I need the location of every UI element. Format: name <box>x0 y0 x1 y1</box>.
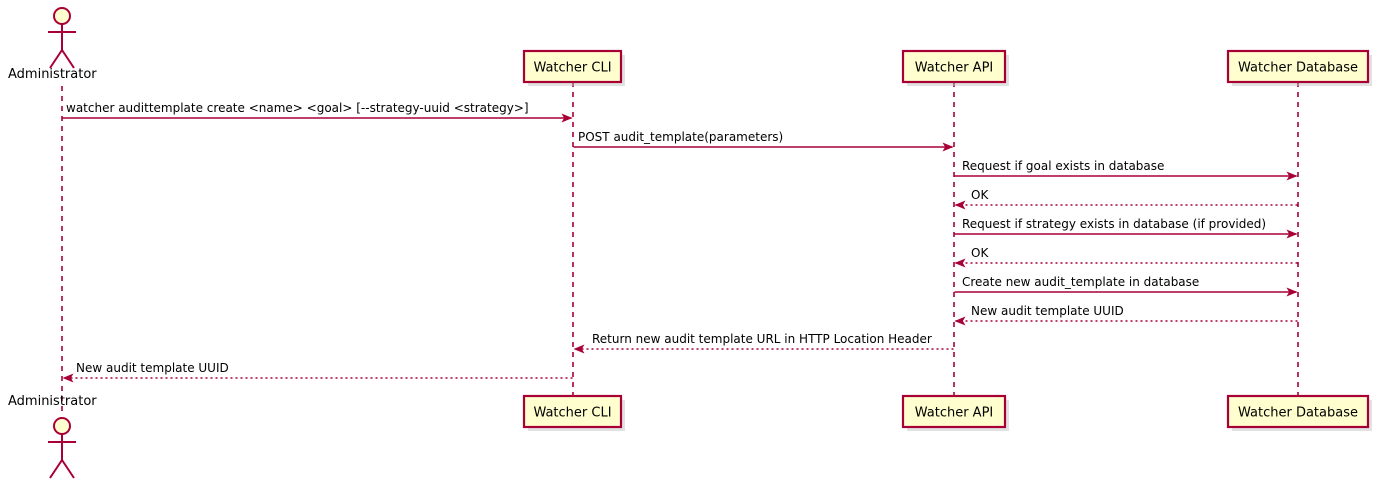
message-3-watcher-database-to-watcher-api[interactable]: OK <box>954 188 1298 210</box>
box-body <box>901 394 1007 429</box>
actor-figure-administrator-bottom[interactable] <box>48 417 76 479</box>
actor-leg-left <box>49 49 63 69</box>
box-body <box>1226 394 1370 429</box>
participant-label-watcher-database: Watcher Database <box>1238 61 1358 76</box>
message-label: OK <box>971 188 989 202</box>
actor-label-administrator-top: Administrator <box>8 67 97 82</box>
participant-box-watcher-database-bottom[interactable]: Watcher Database <box>1226 394 1372 431</box>
message-2-watcher-api-to-watcher-database[interactable]: Request if goal exists in database <box>954 159 1298 181</box>
message-label: Request if goal exists in database <box>962 159 1164 173</box>
message-label: New audit template UUID <box>971 304 1124 318</box>
message-label: New audit template UUID <box>76 361 229 375</box>
message-7-watcher-database-to-watcher-api[interactable]: New audit template UUID <box>954 304 1298 326</box>
message-5-watcher-database-to-watcher-api[interactable]: OK <box>954 246 1298 268</box>
lifelines-group <box>61 82 1299 413</box>
participant-boxes-group: Watcher CLI Watcher CLI Watcher API Watcher… <box>522 49 1372 431</box>
actor-label-administrator-bottom: Administrator <box>8 394 97 409</box>
actor-head <box>53 7 71 25</box>
participant-label-watcher-api: Watcher API <box>915 61 994 76</box>
box-body <box>522 49 623 84</box>
participant-label-watcher-cli: Watcher CLI <box>533 406 611 421</box>
message-label: Return new audit template URL in HTTP Lo… <box>592 332 932 346</box>
message-label: watcher audittemplate create <name> <goa… <box>66 101 529 115</box>
message-label: Create new audit_template in database <box>962 275 1199 289</box>
actor-head <box>53 417 71 435</box>
actor-figure-administrator-top[interactable] <box>48 7 76 69</box>
participant-label-watcher-cli: Watcher CLI <box>533 61 611 76</box>
message-4-watcher-api-to-watcher-database[interactable]: Request if strategy exists in database (… <box>954 217 1298 239</box>
message-6-watcher-api-to-watcher-database[interactable]: Create new audit_template in database <box>954 275 1298 297</box>
message-label: OK <box>971 246 989 260</box>
participant-box-watcher-cli-top[interactable]: Watcher CLI <box>522 49 625 86</box>
message-1-watcher-cli-to-watcher-api[interactable]: POST audit_template(parameters) <box>573 130 954 152</box>
message-0-administrator-to-watcher-cli[interactable]: watcher audittemplate create <name> <goa… <box>62 101 573 123</box>
actor-leg-right <box>61 49 75 69</box>
actor-leg-left <box>49 459 63 479</box>
actor-leg-right <box>61 459 75 479</box>
participant-box-watcher-cli-bottom[interactable]: Watcher CLI <box>522 394 625 431</box>
participant-box-watcher-api-bottom[interactable]: Watcher API <box>901 394 1009 431</box>
message-label: Request if strategy exists in database (… <box>962 217 1266 231</box>
box-body <box>522 394 623 429</box>
participant-box-watcher-database-top[interactable]: Watcher Database <box>1226 49 1372 86</box>
message-8-watcher-api-to-watcher-cli[interactable]: Return new audit template URL in HTTP Lo… <box>573 332 954 354</box>
participant-label-watcher-api: Watcher API <box>915 406 994 421</box>
participant-box-watcher-api-top[interactable]: Watcher API <box>901 49 1009 86</box>
messages-group: watcher audittemplate create <name> <goa… <box>62 101 1298 383</box>
message-label: POST audit_template(parameters) <box>578 130 783 144</box>
participant-label-watcher-database: Watcher Database <box>1238 406 1358 421</box>
box-body <box>1226 49 1370 84</box>
message-9-watcher-cli-to-administrator[interactable]: New audit template UUID <box>62 361 573 383</box>
box-body <box>901 49 1007 84</box>
